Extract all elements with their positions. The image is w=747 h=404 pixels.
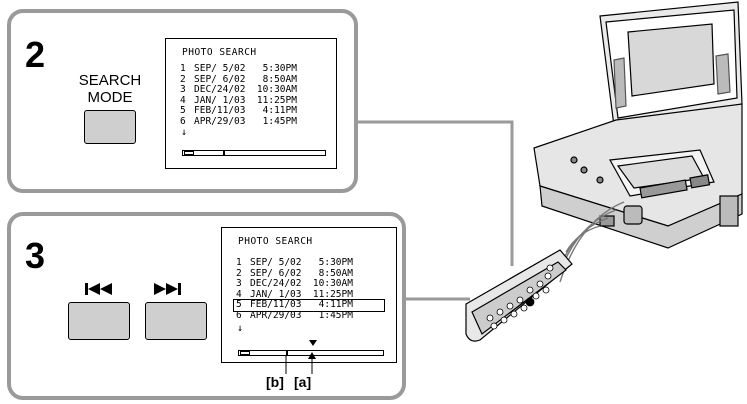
prev-index-button[interactable] xyxy=(68,302,130,340)
current-position-marker xyxy=(286,351,288,355)
label-b: [b] xyxy=(266,374,284,390)
search-mode-label-line2: MODE xyxy=(87,89,133,106)
prev-index-icon xyxy=(75,280,125,298)
step3-number: 3 xyxy=(25,235,46,276)
connector-line-step2 xyxy=(358,120,514,266)
screen-title: PHOTO SEARCH xyxy=(238,236,313,247)
more-arrow-icon: ↓ xyxy=(237,323,244,334)
target-position-triangle-icon xyxy=(309,340,317,346)
label-a: [a] xyxy=(294,374,312,390)
callout-lines xyxy=(285,352,316,374)
step2-number: 2 xyxy=(25,34,46,75)
next-index-icon xyxy=(141,280,191,298)
remote-commander xyxy=(465,249,573,342)
screen-title: PHOTO SEARCH xyxy=(182,47,257,58)
cassette-icon xyxy=(240,351,250,355)
search-mode-label: SEARCH MODE xyxy=(69,72,151,106)
video-walkman-device xyxy=(533,1,743,249)
search-mode-label-line1: SEARCH xyxy=(78,72,142,89)
next-index-button[interactable] xyxy=(145,302,207,340)
more-arrow-icon: ↓ xyxy=(181,127,188,138)
cassette-icon xyxy=(184,151,194,155)
tape-position-bar xyxy=(182,150,326,156)
current-position-marker xyxy=(223,151,225,155)
search-mode-button[interactable] xyxy=(84,110,136,144)
